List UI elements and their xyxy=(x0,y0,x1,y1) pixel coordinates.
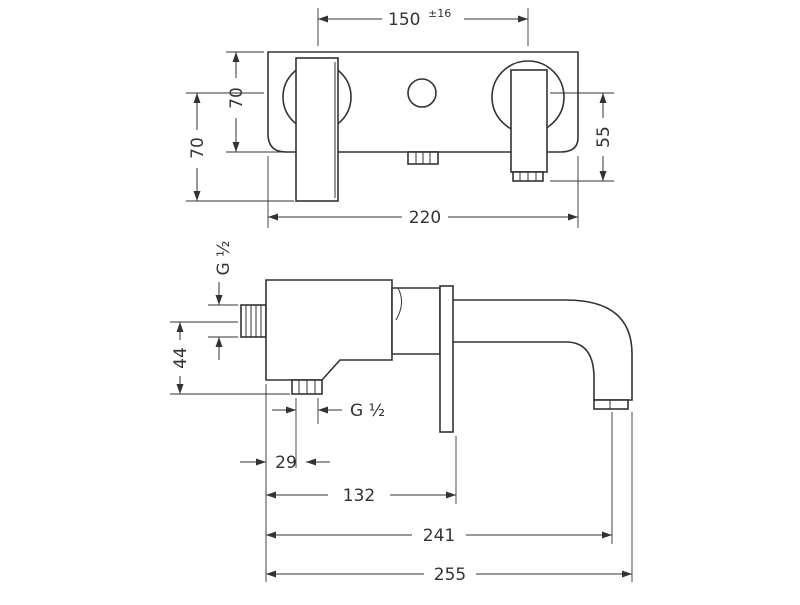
dim-70-outer-label: 70 xyxy=(188,137,208,159)
dim-255-label: 255 xyxy=(434,565,466,585)
thread-top-label: G ½ xyxy=(214,240,234,275)
mixer-lever xyxy=(295,57,339,202)
connector xyxy=(391,287,441,355)
wall-rosette xyxy=(439,285,454,433)
dim-150-label: 150 xyxy=(388,10,420,30)
spout-aerator xyxy=(593,399,629,410)
dim-132-label: 132 xyxy=(343,486,375,506)
dim-55-label: 55 xyxy=(594,126,614,148)
dim-220-label: 220 xyxy=(409,208,441,228)
side-view: G ½ 44 G ½ 29 132 241 255 xyxy=(170,240,633,585)
thread-bottom-label: G ½ xyxy=(350,401,385,421)
mixer-body xyxy=(265,279,393,381)
dim-44-label: 44 xyxy=(171,347,191,369)
top-view: 150 ±16 70 70 55 220 xyxy=(186,7,614,228)
spout xyxy=(451,299,633,401)
center-hole xyxy=(407,78,437,108)
dim-29-label: 29 xyxy=(275,453,297,473)
dim-70-inner-label: 70 xyxy=(227,87,247,109)
threaded-inlet xyxy=(240,304,267,338)
dim-150-tolerance: ±16 xyxy=(428,7,451,20)
dim-241-label: 241 xyxy=(423,526,455,546)
spout-body xyxy=(510,69,548,173)
